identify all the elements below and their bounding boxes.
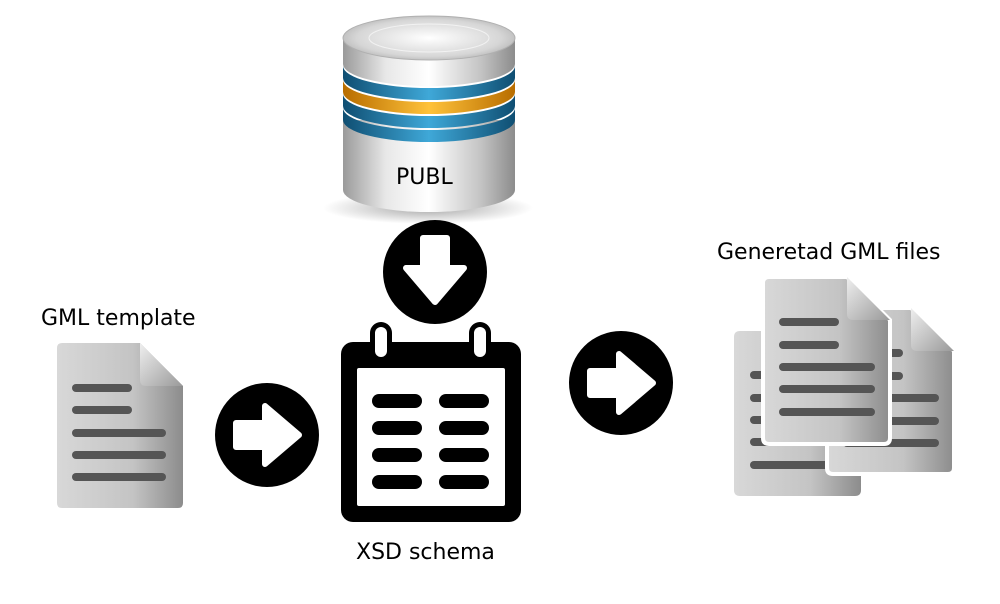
arrow-right-circle-icon bbox=[569, 331, 673, 435]
arrow-right-circle-icon bbox=[215, 383, 319, 487]
calendar-table-icon bbox=[341, 322, 521, 522]
document-icon bbox=[57, 343, 183, 508]
documents-stack-icon bbox=[734, 275, 956, 496]
generated-files-label: Generetad GML files bbox=[717, 240, 941, 265]
gml-template-label: GML template bbox=[41, 306, 196, 331]
arrow-down-circle-icon bbox=[383, 220, 487, 324]
xsd-schema-label: XSD schema bbox=[356, 540, 495, 565]
database-icon bbox=[323, 15, 533, 224]
database-label: PUBL bbox=[396, 165, 453, 190]
